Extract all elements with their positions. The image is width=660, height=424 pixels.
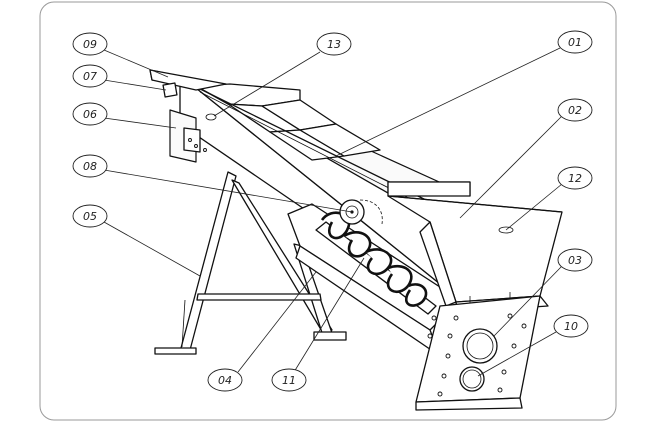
callout-12: 12 (557, 166, 593, 190)
discharge-housing (415, 295, 541, 411)
svg-text:09: 09 (83, 38, 97, 51)
svg-text:13: 13 (327, 38, 341, 51)
callout-07: 07 (72, 64, 108, 88)
callout-02: 02 (557, 98, 593, 122)
svg-text:02: 02 (568, 104, 582, 117)
trough-body (149, 69, 471, 307)
callout-06: 06 (72, 102, 108, 126)
screw-section (287, 199, 461, 357)
callout-05: 05 (72, 204, 108, 228)
callout-03: 03 (557, 248, 593, 272)
svg-text:12: 12 (568, 172, 582, 185)
svg-text:01: 01 (568, 36, 582, 49)
drive-end (149, 69, 227, 163)
callout-04: 04 (207, 368, 243, 392)
svg-text:04: 04 (218, 374, 232, 387)
svg-text:07: 07 (83, 70, 97, 83)
svg-text:05: 05 (83, 210, 97, 223)
svg-text:11: 11 (282, 374, 296, 387)
callout-09: 09 (72, 32, 108, 56)
callout-10: 10 (553, 314, 589, 338)
callout-01: 01 (557, 30, 593, 54)
support-frame (154, 171, 347, 355)
svg-text:06: 06 (83, 108, 97, 121)
callout-11: 11 (271, 368, 307, 392)
leader-lines (103, 47, 563, 377)
svg-text:03: 03 (568, 254, 582, 267)
diagram-border (39, 1, 617, 421)
svg-text:08: 08 (83, 160, 97, 173)
callout-08: 08 (72, 154, 108, 178)
callout-13: 13 (316, 32, 352, 56)
svg-text:10: 10 (564, 320, 578, 333)
